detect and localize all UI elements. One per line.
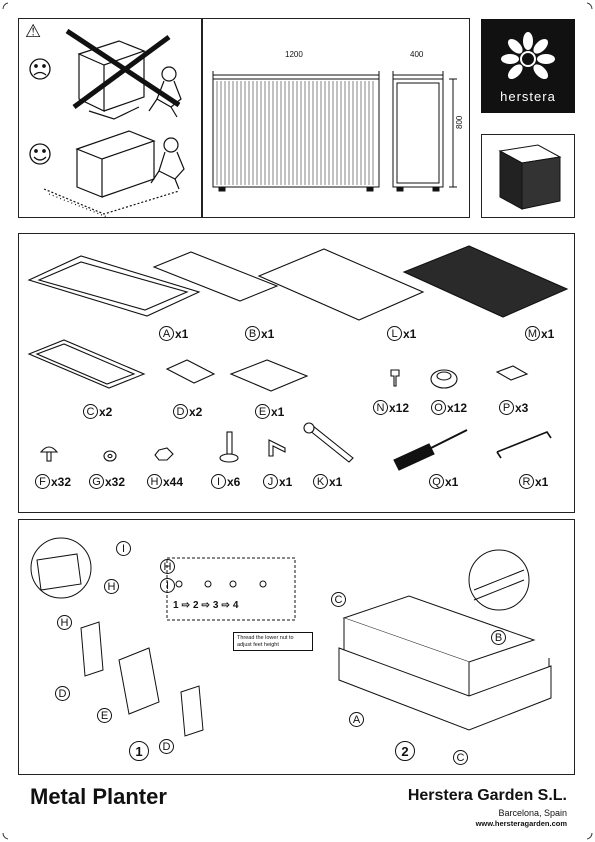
- planter-preview: [498, 144, 562, 210]
- part-b-plate: [152, 251, 279, 302]
- part-e-plate: [229, 359, 309, 392]
- crop-mark-bl: [2, 832, 9, 840]
- part-h-nut: [154, 447, 174, 461]
- company-website[interactable]: www.hersteragarden.com: [475, 819, 567, 828]
- front-view: [212, 78, 380, 188]
- front-slats: [216, 81, 374, 185]
- plate-e: [118, 647, 160, 715]
- callout-c-2: C: [453, 750, 468, 765]
- step-2-badge: 2: [395, 741, 415, 761]
- callout-a: A: [349, 712, 364, 727]
- part-m-mesh: [402, 245, 569, 318]
- happy-face-icon: [29, 143, 51, 165]
- callout-c-1: C: [331, 592, 346, 607]
- safety-panel: ⚠: [18, 18, 202, 218]
- crop-mark-tr: [586, 2, 593, 10]
- brand-name: herstera: [500, 89, 556, 104]
- part-r-hexkey: [496, 431, 552, 459]
- bracket-d2: [180, 685, 204, 737]
- callout-h-2: H: [57, 615, 72, 630]
- correct-assembly-illustration: [43, 130, 185, 218]
- callout-e: E: [97, 708, 112, 723]
- callout-d-1: D: [55, 686, 70, 701]
- dimension-width: 1200: [285, 50, 303, 59]
- part-f-bolt: [39, 446, 59, 453]
- crop-mark-br: [586, 832, 593, 840]
- sequence-steps: 1⇨ 2⇨ 3⇨ 4: [173, 600, 239, 611]
- dimension-depth: 400: [410, 50, 424, 59]
- part-i-foot: [226, 431, 233, 455]
- sad-face-icon: [29, 58, 51, 80]
- callout-h-1: H: [104, 579, 119, 594]
- box-top: [342, 595, 536, 663]
- part-n-screw: [390, 369, 400, 387]
- document-title: Metal Planter: [30, 784, 167, 809]
- part-d-bracket: [165, 359, 216, 384]
- foot-adjust-note: Thread the lower nut to adjust feet heig…: [233, 632, 313, 652]
- part-q-screwdriver: [393, 443, 435, 471]
- assembly-panel: I H H D E D H I 1⇨ 2⇨ 3⇨ 4 Thread the lo…: [18, 519, 575, 775]
- callout-i-1: I: [116, 541, 131, 556]
- company-name: Herstera Garden S.L.: [407, 787, 567, 804]
- dimension-drawing: [212, 71, 457, 192]
- callout-d-2: D: [159, 739, 174, 754]
- warning-icon: ⚠: [25, 21, 42, 41]
- part-p-pad: [495, 365, 529, 381]
- callout-h-3: H: [160, 559, 175, 574]
- crop-mark-tl: [2, 2, 9, 10]
- part-j-key: [268, 439, 286, 457]
- parts-illustration: [27, 245, 569, 471]
- product-preview-panel: [481, 134, 575, 218]
- assembly-illustration: [30, 537, 552, 737]
- brand-logo: herstera: [481, 19, 575, 113]
- part-l-board: [257, 248, 425, 321]
- dimensions-panel: 1200 400 800: [202, 18, 470, 218]
- flower-logo-icon: [501, 32, 555, 80]
- safety-illustration: [29, 28, 185, 218]
- step-1-badge: 1: [129, 741, 149, 761]
- callout-b: B: [491, 630, 506, 645]
- bracket-d: [80, 621, 104, 677]
- wrong-lift-illustration: [65, 28, 182, 120]
- part-k-wrench: [308, 425, 354, 463]
- company-city: Barcelona, Spain: [498, 808, 567, 818]
- callout-i-2: I: [160, 578, 175, 593]
- dimension-height: 800: [455, 115, 464, 129]
- side-view: [392, 78, 444, 188]
